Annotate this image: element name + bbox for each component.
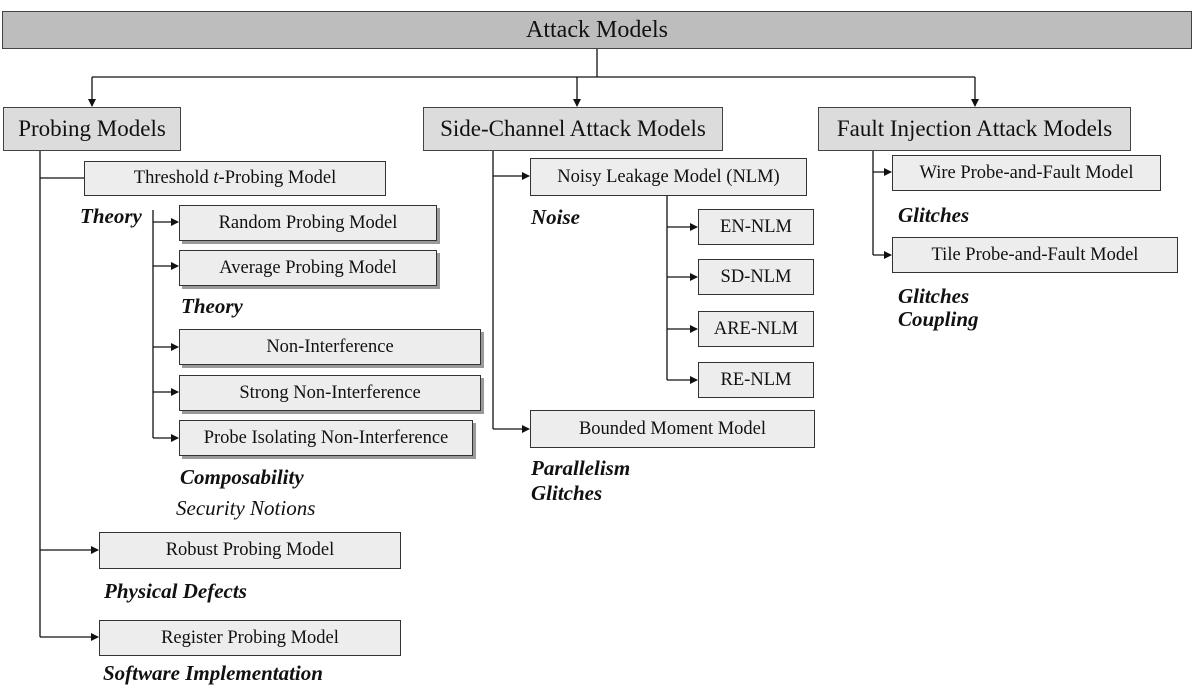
sd-nlm: SD-NLM bbox=[698, 259, 814, 295]
root-attack-models: Attack Models bbox=[2, 11, 1192, 49]
random-probing-model: Random Probing Model bbox=[179, 205, 437, 241]
en-nlm: EN-NLM bbox=[698, 209, 814, 245]
noisy-leakage-model: Noisy Leakage Model (NLM) bbox=[530, 158, 807, 196]
tag-coupling: Coupling bbox=[898, 307, 979, 331]
tag-software-implementation: Software Implementation bbox=[103, 661, 323, 685]
threshold-suffix: -Probing Model bbox=[218, 168, 337, 188]
re-nlm: RE-NLM bbox=[698, 362, 814, 398]
strong-non-interference: Strong Non-Interference bbox=[179, 375, 481, 411]
tag-parallelism: Parallelism bbox=[531, 456, 631, 480]
tag-glitches-bmm: Glitches bbox=[531, 481, 603, 505]
tile-probe-and-fault-model: Tile Probe-and-Fault Model bbox=[892, 237, 1178, 273]
threshold-variable: t bbox=[213, 168, 219, 188]
wire-probe-and-fault-model: Wire Probe-and-Fault Model bbox=[892, 155, 1161, 191]
bounded-moment-model: Bounded Moment Model bbox=[530, 410, 815, 448]
robust-probing-model: Robust Probing Model bbox=[99, 532, 401, 569]
average-probing-model: Average Probing Model bbox=[179, 250, 437, 286]
register-probing-model: Register Probing Model bbox=[99, 620, 401, 656]
tag-physical-defects: Physical Defects bbox=[104, 579, 247, 603]
probe-isolating-non-interference: Probe Isolating Non-Interference bbox=[179, 420, 473, 456]
category-probing-models: Probing Models bbox=[3, 107, 181, 151]
tag-composability: Composability bbox=[180, 465, 304, 489]
root-connector bbox=[92, 48, 975, 78]
are-nlm: ARE-NLM bbox=[698, 311, 814, 347]
category-fault-injection-attack-models: Fault Injection Attack Models bbox=[818, 107, 1131, 151]
tag-security-notions: Security Notions bbox=[176, 496, 316, 520]
tag-glitches-tile: Glitches bbox=[898, 284, 970, 308]
tag-theory-average: Theory bbox=[181, 294, 243, 318]
non-interference: Non-Interference bbox=[179, 329, 481, 365]
category-side-channel-attack-models: Side-Channel Attack Models bbox=[423, 107, 723, 151]
tag-glitches-wire: Glitches bbox=[898, 203, 970, 227]
threshold-t-probing-model: Threshold t-Probing Model bbox=[84, 161, 386, 196]
threshold-prefix: Threshold bbox=[133, 168, 214, 188]
tag-theory-threshold: Theory bbox=[80, 204, 142, 228]
tag-noise: Noise bbox=[531, 205, 580, 229]
